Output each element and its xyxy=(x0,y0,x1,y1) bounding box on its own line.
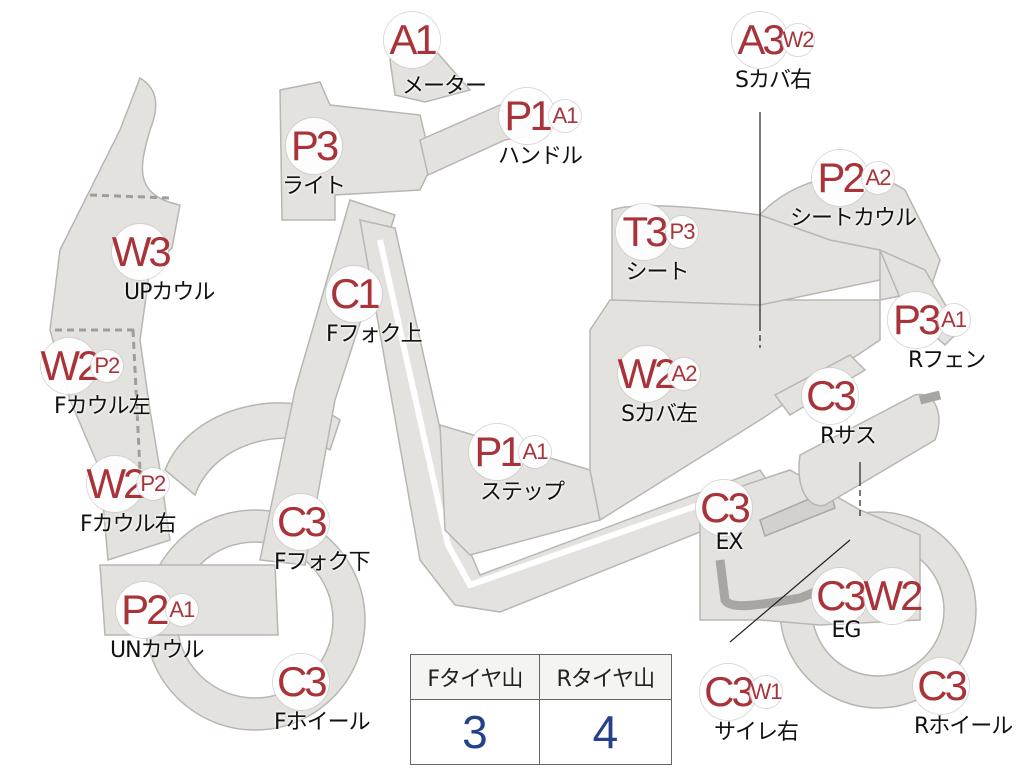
part-name: UPカウル xyxy=(124,280,215,305)
code-badge-small: A1 xyxy=(937,304,970,336)
code-badge-small: W1 xyxy=(750,676,783,708)
leader-muffler xyxy=(729,539,851,643)
label-f-fork-lower: C3 Fフォク下 xyxy=(232,494,371,576)
label-f-cowl-right: W2 P2 Fカウル右 xyxy=(80,456,177,538)
code-badge-small: A1 xyxy=(519,436,551,468)
label-up-cowl: W3 UPカウル xyxy=(66,224,215,306)
table-row: 3 4 xyxy=(410,699,673,765)
code-badge: W2 xyxy=(864,568,924,624)
code-badge-small: A2 xyxy=(862,162,894,194)
code-badge: C3 xyxy=(913,658,970,714)
code-badge: W3 xyxy=(112,224,172,280)
rear-tire-value: 4 xyxy=(538,699,673,765)
part-name: ハンドル xyxy=(498,144,583,169)
code-badge: A3 xyxy=(732,12,788,68)
part-name: Sカバ左 xyxy=(621,402,698,427)
code-badge-small: P2 xyxy=(90,350,123,382)
exhaust-pipe xyxy=(715,559,822,611)
code-badge-small: P2 xyxy=(136,468,169,500)
code-badge: P2 xyxy=(115,582,172,638)
label-step: P1 A1 ステップ xyxy=(456,424,565,506)
code-badge-small: A1 xyxy=(165,594,198,626)
label-engine: C3 W2 EG xyxy=(812,568,924,643)
table-header-row: Fタイヤ山 Rタイヤ山 xyxy=(410,654,673,700)
code-badge: W2 xyxy=(618,346,678,402)
label-exhaust: C3 EX xyxy=(696,480,752,555)
part-name: Rホイール xyxy=(914,714,1013,739)
part-name: サイレ右 xyxy=(714,720,799,745)
code-badge: C3 xyxy=(272,654,329,710)
part-name: ライト xyxy=(282,174,346,199)
label-f-fork-upper: C1 Fフォク上 xyxy=(286,266,423,348)
part-name: Fホイール xyxy=(274,710,371,735)
code-badge: P2 xyxy=(812,150,868,206)
part-name: Fカウル右 xyxy=(80,512,177,537)
table-header-front-tire: Fタイヤ山 xyxy=(410,654,540,700)
code-badge: T3 xyxy=(616,204,672,260)
label-r-sus: C3 Rサス xyxy=(784,368,877,450)
label-f-wheel: C3 Fホイール xyxy=(232,654,371,736)
code-badge: C3 xyxy=(812,568,868,624)
code-badge-small: P3 xyxy=(666,216,698,248)
muffler-tip xyxy=(918,390,942,405)
part-name: EG xyxy=(831,618,862,643)
code-badge: W2 xyxy=(40,338,100,394)
label-muffler-right: C3 W1 サイレ右 xyxy=(684,664,799,746)
part-name: Sカバ右 xyxy=(735,68,812,93)
label-s-cover-right: A3 W2 Sカバ右 xyxy=(732,12,815,94)
part-name: メーター xyxy=(402,74,487,99)
label-meter-name: メーター xyxy=(402,74,487,100)
part-name: Fカウル左 xyxy=(54,394,151,419)
part-name: シート xyxy=(625,260,689,285)
label-r-fender: P3 A1 Rフェン xyxy=(872,292,986,374)
cowl-seam-top xyxy=(89,193,171,200)
code-badge: C3 xyxy=(696,480,752,536)
part-name: Rフェン xyxy=(908,348,986,373)
label-handle: P1 A1 ハンドル xyxy=(498,88,583,170)
code-badge: C3 xyxy=(700,664,756,720)
tire-tread-table: Fタイヤ山 Rタイヤ山 3 4 xyxy=(410,654,673,765)
code-badge: C3 xyxy=(272,494,329,550)
label-light: P3 ライト xyxy=(282,118,346,200)
part-name: Fフォク上 xyxy=(326,322,423,347)
code-badge-small: A1 xyxy=(549,100,581,132)
code-badge: P1 xyxy=(499,88,555,144)
part-name: UNカウル xyxy=(110,638,205,663)
code-badge-small: A2 xyxy=(668,358,700,390)
code-badge: P1 xyxy=(469,424,525,480)
code-badge: C1 xyxy=(325,266,382,322)
code-badge: P3 xyxy=(285,118,342,174)
code-badge: P3 xyxy=(887,292,944,348)
part-name: EX xyxy=(715,530,744,555)
label-seat: T3 P3 シート xyxy=(616,204,698,286)
part-name: Fフォク下 xyxy=(274,550,371,575)
part-name: Rサス xyxy=(820,424,877,449)
label-f-cowl-left: W2 P2 Fカウル左 xyxy=(14,338,151,420)
label-seat-cowl: P2 A2 シートカウル xyxy=(790,150,917,232)
label-meter: A1 xyxy=(384,12,440,68)
label-un-cowl: P2 A1 UNカウル xyxy=(110,582,205,664)
table-header-rear-tire: Rタイヤ山 xyxy=(538,654,673,700)
label-s-cover-left: W2 A2 Sカバ左 xyxy=(618,346,700,428)
light-shape xyxy=(279,81,433,221)
code-badge-small: W2 xyxy=(782,24,815,56)
part-name: ステップ xyxy=(480,480,565,505)
code-badge: A1 xyxy=(384,12,440,68)
code-badge: C3 xyxy=(801,368,858,424)
code-badge: W2 xyxy=(86,456,146,512)
part-name: シートカウル xyxy=(790,206,917,231)
frame-highlight xyxy=(377,239,771,589)
label-r-wheel: C3 Rホイール xyxy=(870,658,1013,740)
front-tire-value: 3 xyxy=(410,699,540,765)
